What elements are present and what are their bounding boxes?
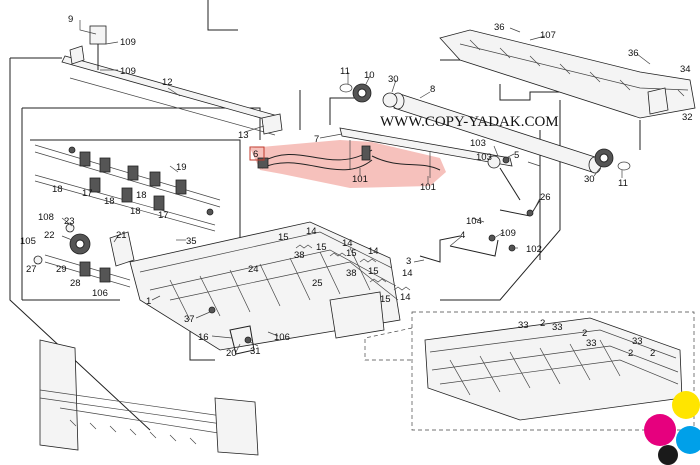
callout: 18 [130, 206, 141, 217]
detail-box [364, 311, 695, 431]
callout: 109 [120, 37, 136, 48]
callout: 11 [618, 178, 628, 189]
callout: 14 [368, 246, 379, 257]
part-6-label-box [249, 146, 265, 161]
callout: 102 [526, 244, 542, 255]
callout: 1 [146, 296, 151, 307]
callout: 12 [162, 77, 173, 88]
callout: 31 [250, 346, 261, 357]
callout: 18 [104, 196, 115, 207]
part-107-cover [439, 29, 696, 119]
right-brackets [419, 167, 541, 263]
callout: 7 [314, 134, 319, 145]
callout: 14 [400, 292, 411, 303]
callout: 34 [680, 64, 691, 75]
callout: 2 [650, 348, 655, 359]
callout: 2 [582, 328, 587, 339]
callout: 26 [540, 192, 551, 203]
callout: 35 [186, 236, 197, 247]
callout: 22 [44, 230, 55, 241]
part-6-harness [257, 145, 441, 171]
callout: 21 [116, 230, 127, 241]
callout: 30 [584, 174, 595, 185]
springs-screws [208, 244, 411, 355]
callout: 33 [632, 336, 643, 347]
callout: 16 [198, 332, 209, 343]
callout: 29 [56, 264, 67, 275]
callout: 10 [364, 70, 375, 81]
part-1-base-unit [129, 221, 401, 351]
callout: 37 [184, 314, 195, 325]
callout: 38 [294, 250, 305, 261]
callout: 5 [514, 150, 519, 161]
callout: 15 [368, 266, 379, 277]
callout: 2 [540, 318, 545, 329]
part-6-label: 6 [253, 149, 258, 160]
callout: 38 [346, 268, 357, 279]
callout: 18 [52, 184, 63, 195]
callout: 33 [552, 322, 563, 333]
callout: 33 [586, 338, 597, 349]
callout: 103 [476, 152, 492, 163]
part-6-highlight [250, 140, 446, 188]
callout: 23 [64, 216, 75, 227]
callout: 30 [388, 74, 399, 85]
callout-labels: 9 109 109 12 13 11 10 30 8 36 107 36 34 … [20, 14, 693, 359]
callout: 15 [278, 232, 289, 243]
callout: 36 [628, 48, 639, 59]
callout: 4 [460, 230, 465, 241]
callout: 101 [420, 182, 436, 193]
watermark-text: WWW.COPY-YADAK.COM [380, 114, 559, 130]
callout: 15 [316, 242, 327, 253]
callout: 11 [340, 66, 350, 77]
callout: 17 [82, 188, 93, 199]
callout: 32 [682, 112, 693, 123]
callout: 24 [248, 264, 259, 275]
callout: 14 [306, 226, 317, 237]
callout: 101 [352, 174, 368, 185]
leader-lines [61, 20, 685, 353]
callout: 13 [238, 130, 249, 141]
callout: 14 [342, 238, 353, 249]
part-19-roller-assembly [34, 144, 221, 232]
callout: 19 [176, 162, 187, 173]
callout: 36 [494, 22, 505, 33]
cmyk-logo-icon [644, 391, 700, 465]
part-8-roller [339, 83, 631, 174]
callout: 14 [402, 268, 413, 279]
callout: 9 [68, 14, 73, 25]
callout: 28 [70, 278, 81, 289]
callout: 103 [470, 138, 486, 149]
callout: 3 [406, 256, 411, 267]
gear-cluster [33, 223, 135, 288]
callout: 104 [466, 216, 482, 227]
callout: 27 [26, 264, 37, 275]
callout: 107 [540, 30, 556, 41]
callout: 25 [312, 278, 323, 289]
callout: 17 [158, 210, 169, 221]
callout: 108 [38, 212, 54, 223]
callout: 20 [226, 348, 237, 359]
part-7-rail [339, 127, 513, 178]
callout: 105 [20, 236, 36, 247]
callout: 109 [120, 66, 136, 77]
callout: 18 [136, 190, 147, 201]
lower-frame [39, 339, 259, 456]
callout: 15 [380, 294, 391, 305]
callout: 15 [346, 248, 357, 259]
callout: 106 [92, 288, 108, 299]
callout: 109 [500, 228, 516, 239]
callout: 2 [628, 348, 633, 359]
callout: 8 [430, 84, 435, 95]
callout: 33 [518, 320, 529, 331]
callout: 106 [274, 332, 290, 343]
